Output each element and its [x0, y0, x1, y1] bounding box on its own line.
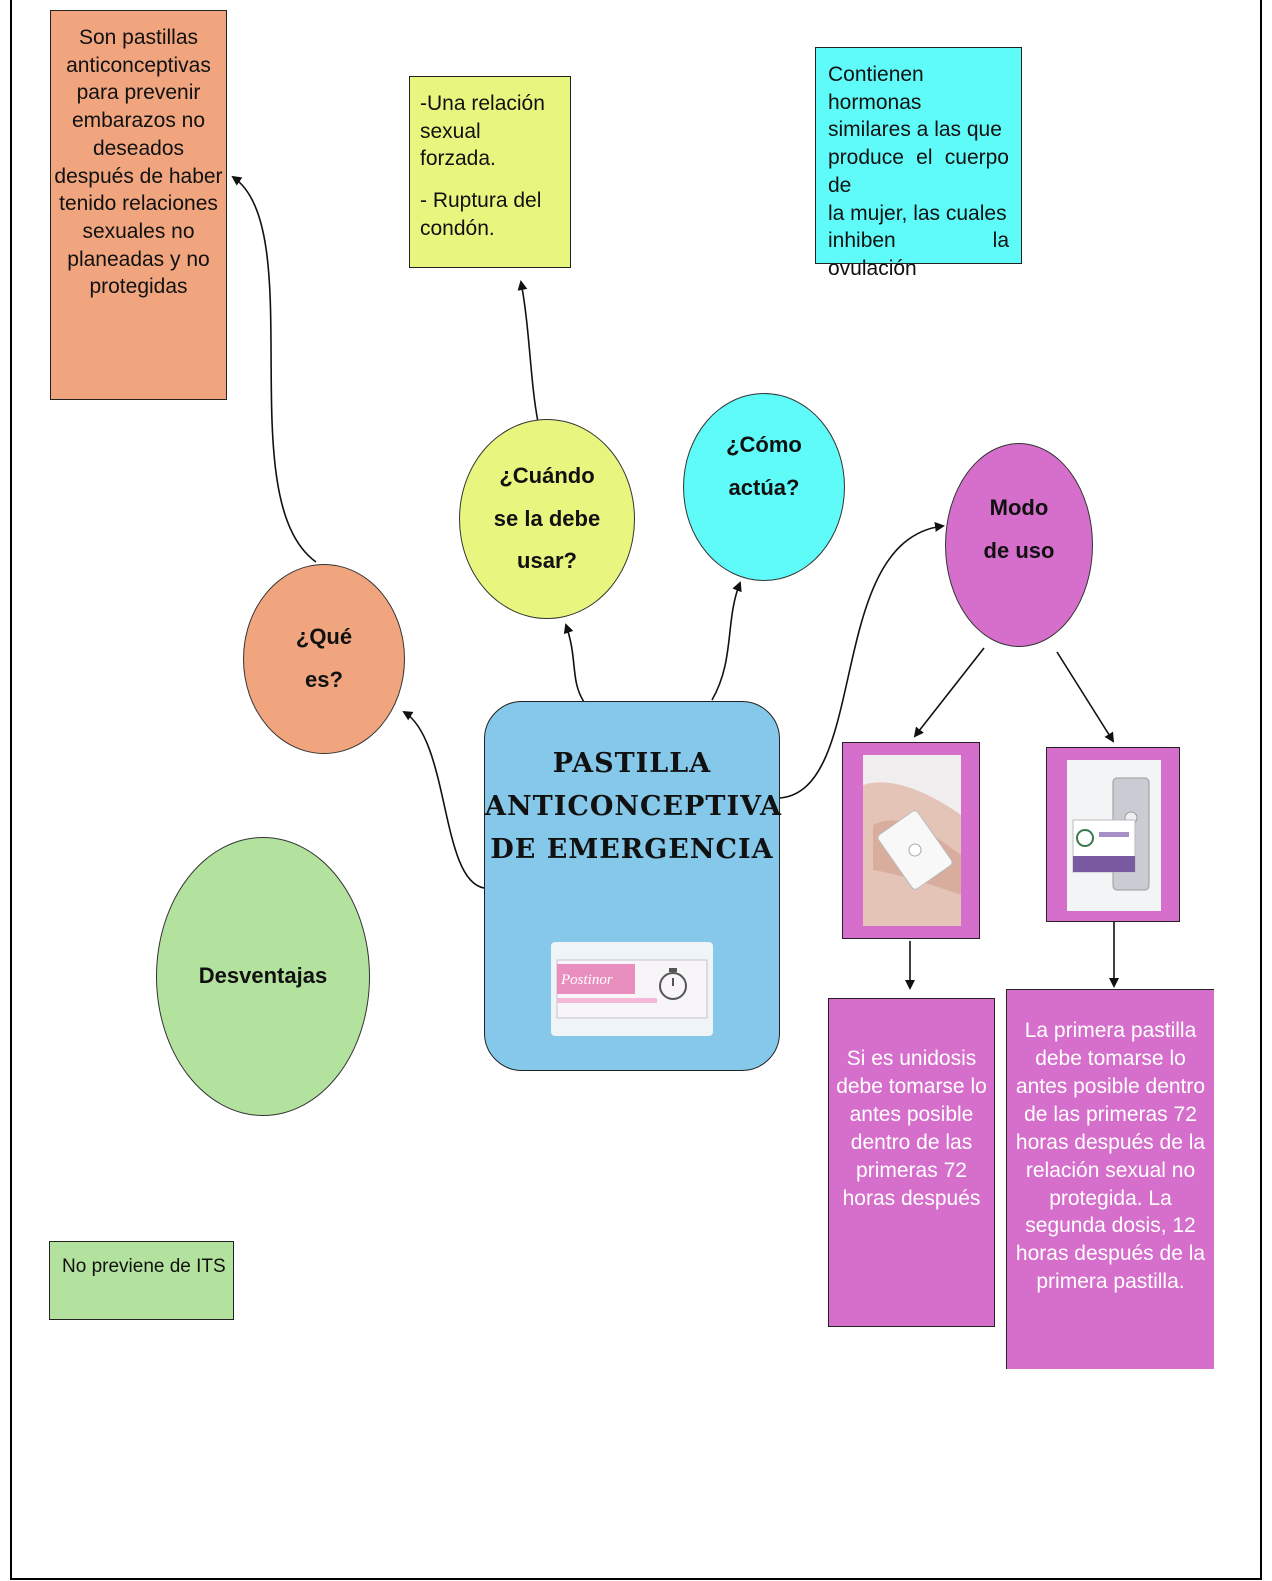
- central-topic: PASTILLA ANTICONCEPTIVA DE EMERGENCIA Po…: [484, 701, 782, 1071]
- node-modo-de-uso: Modo de uso: [945, 443, 1093, 647]
- node-cuando: ¿Cuándo se la debe usar?: [459, 419, 635, 619]
- arrow-modo-to-dos-dosis: [1056, 651, 1115, 743]
- como-actua-box: Contienen hormonas similares a las que p…: [815, 47, 1022, 280]
- situation-item-condom: - Ruptura del condón.: [420, 189, 542, 240]
- pill-pack-box-image: [1067, 760, 1161, 911]
- arrow-center-to-como: [711, 581, 742, 701]
- arrow-center-to-cuando: [563, 623, 585, 703]
- node-como-actua: ¿Cómo actúa?: [683, 393, 845, 581]
- svg-text:Postinor: Postinor: [560, 972, 613, 988]
- unidosis-instructions: Si es unidosis debe tomarse lo antes pos…: [828, 998, 995, 1327]
- que-es-definition-box: Son pastillas anticonceptivas para preve…: [50, 10, 227, 400]
- page-frame: [10, 0, 1262, 1580]
- arrow-cuando-to-situations: [517, 280, 539, 423]
- node-que-es: ¿Qué es?: [243, 564, 405, 754]
- arrow-que-es-to-definition: [231, 175, 317, 563]
- arrow-center-to-que-es: [402, 710, 485, 889]
- emergency-pill-box-image: Postinor: [551, 942, 713, 1036]
- central-title: PASTILLA ANTICONCEPTIVA DE EMERGENCIA: [485, 748, 782, 866]
- desventajas-box: No previene de ITS: [49, 1241, 234, 1320]
- dos-dosis-instructions: La primera pastilla debe tomarse lo ante…: [1006, 989, 1214, 1369]
- hand-holding-pill-image: [863, 755, 961, 926]
- situation-item-forced: -Una relación sexual forzada.: [420, 92, 545, 171]
- arrow-center-to-modo: [779, 521, 945, 799]
- cuando-situations-box: -Una relación sexual forzada. - Ruptura …: [409, 76, 571, 268]
- unidosis-image-frame: [842, 742, 980, 939]
- node-desventajas: Desventajas: [156, 837, 370, 1116]
- dos-dosis-image-frame: [1046, 747, 1180, 922]
- arrow-modo-to-unidosis: [913, 647, 985, 738]
